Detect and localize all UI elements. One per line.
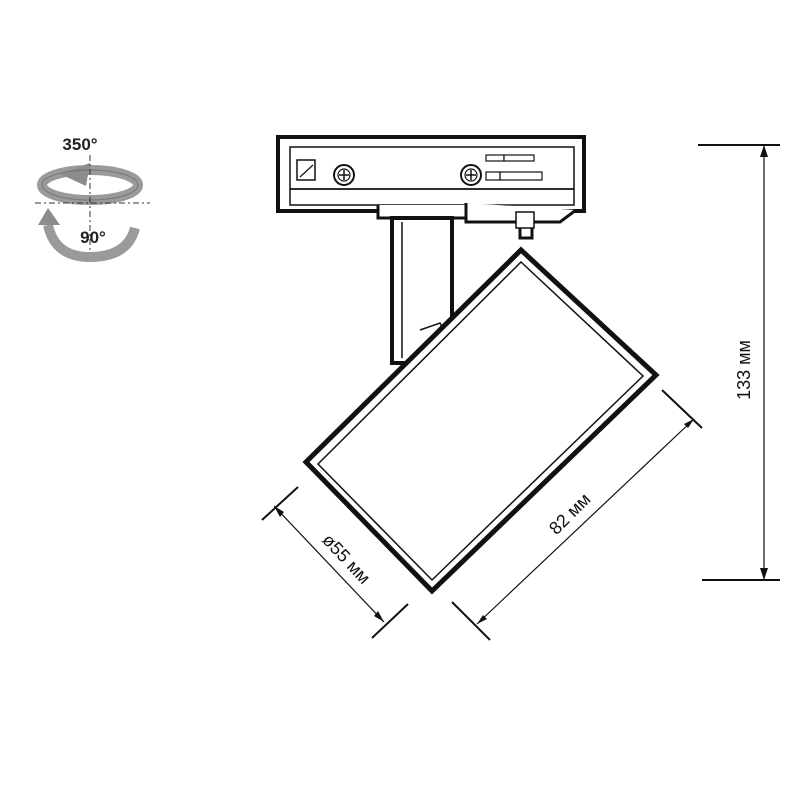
track-adapter <box>276 135 586 240</box>
diameter-dimension <box>261 486 409 639</box>
length-dimension <box>451 389 703 641</box>
contact-slot-icon <box>485 154 543 181</box>
lamp-body <box>302 246 660 595</box>
horizontal-rotation-label: 350° <box>62 135 97 154</box>
horizontal-rotation-arrow-icon <box>37 163 143 205</box>
screw-icon <box>333 164 355 186</box>
height-label: 133 мм <box>734 340 754 400</box>
vertical-rotation-arrow-icon <box>38 208 140 263</box>
screw-icon <box>460 164 482 186</box>
diameter-label: ø55 мм <box>318 530 374 588</box>
rotation-indicator: 350° 90° <box>35 135 150 263</box>
height-dimension <box>698 144 780 581</box>
vertical-rotation-label: 90° <box>80 228 106 247</box>
length-label: 82 мм <box>545 489 594 538</box>
